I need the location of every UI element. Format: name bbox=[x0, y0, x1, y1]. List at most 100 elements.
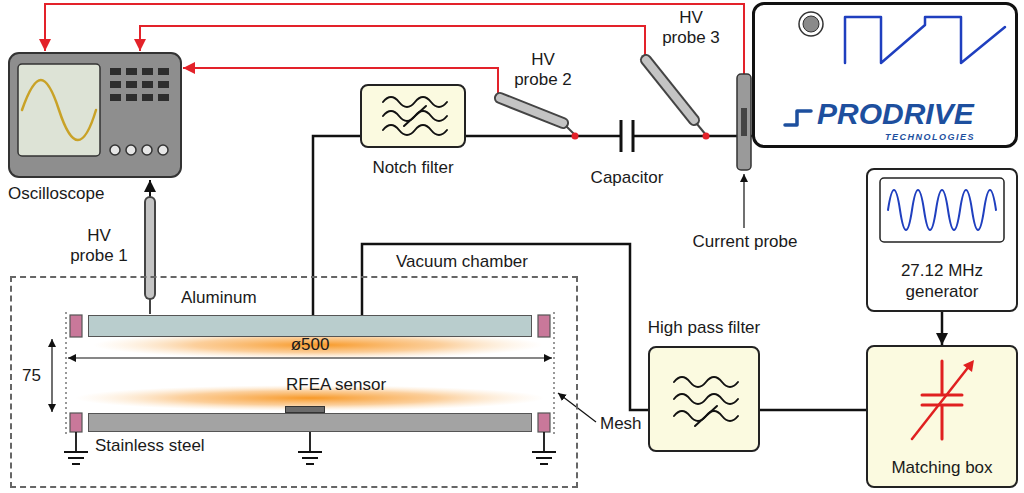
part-label: ø500 bbox=[291, 335, 330, 355]
hv-probe bbox=[646, 60, 706, 135]
node-label: Matching box bbox=[868, 458, 1016, 478]
sine-waveform bbox=[888, 190, 996, 230]
hv-probe bbox=[500, 98, 575, 135]
connectors bbox=[313, 136, 942, 410]
part-label: Current probe bbox=[693, 232, 798, 252]
label-anchor: HV probe 1 bbox=[66, 226, 132, 267]
pulse-waveform bbox=[845, 17, 1005, 63]
wire-connector bbox=[941, 312, 944, 345]
wire-connector bbox=[313, 136, 360, 315]
capacitor-symbol bbox=[621, 120, 633, 152]
filter-wave bbox=[674, 377, 738, 387]
capacitor-plate bbox=[632, 120, 635, 152]
probe-wires bbox=[45, 4, 744, 96]
node-box: Stainless steel bbox=[88, 413, 532, 432]
label-anchor: HV probe 2 bbox=[510, 50, 576, 91]
scope-trace bbox=[22, 80, 96, 140]
probe-cable bbox=[149, 180, 151, 198]
filter-slash bbox=[404, 106, 426, 126]
scope-button bbox=[110, 94, 121, 101]
insulator bbox=[70, 315, 82, 337]
variable-arrowhead bbox=[963, 360, 974, 372]
node-label: RFEA sensor bbox=[286, 375, 386, 395]
filter-wave bbox=[383, 97, 447, 107]
probe-body bbox=[646, 60, 694, 120]
node-box: Matching box bbox=[866, 345, 1018, 488]
scope-button bbox=[126, 94, 137, 101]
current-probe-slot bbox=[741, 108, 747, 136]
ground-symbols bbox=[64, 432, 556, 464]
node-label: TECHNOLOGIES bbox=[885, 133, 975, 142]
scope-knob bbox=[126, 145, 136, 155]
node-box: Aluminum bbox=[88, 315, 532, 337]
part-label: Capacitor bbox=[591, 168, 664, 188]
node-graphic bbox=[8, 52, 182, 178]
mesh-line bbox=[65, 312, 66, 436]
filter-wave bbox=[674, 394, 738, 404]
scope-button bbox=[126, 81, 137, 88]
node-box: Vacuum chamberAluminumRFEA sensorStainle… bbox=[10, 276, 578, 488]
node-label: 27.12 MHz generator bbox=[868, 261, 1016, 302]
insulator bbox=[538, 413, 550, 432]
scope-button bbox=[142, 68, 153, 75]
generator-screen bbox=[880, 178, 1004, 242]
node-label: Stainless steel bbox=[95, 436, 205, 456]
probe-body bbox=[144, 202, 156, 294]
power-button bbox=[803, 16, 819, 32]
node-label: Oscilloscope bbox=[8, 184, 104, 204]
scope-button bbox=[126, 68, 137, 75]
node-box: Oscilloscope bbox=[8, 52, 182, 178]
scope-screen bbox=[18, 64, 100, 156]
part-label: 75 bbox=[22, 366, 41, 386]
current-probe-leader bbox=[743, 174, 744, 228]
probe-body bbox=[500, 98, 563, 123]
node-label: Aluminum bbox=[181, 288, 257, 308]
diameter-dimension bbox=[68, 357, 552, 358]
node-graphic bbox=[650, 348, 758, 450]
wire-connector bbox=[760, 409, 866, 412]
node-box: 27.12 MHz generator bbox=[866, 168, 1018, 312]
ground-symbol bbox=[298, 432, 322, 464]
node-box: High pass filter bbox=[648, 346, 760, 452]
mesh-lines bbox=[66, 312, 554, 436]
scope-button bbox=[142, 94, 153, 101]
current-probe bbox=[737, 74, 751, 170]
scope-button bbox=[158, 94, 169, 101]
probe-tip bbox=[149, 298, 151, 314]
part-label: Mesh bbox=[600, 414, 642, 434]
probe-body bbox=[146, 202, 154, 294]
insulator bbox=[70, 413, 82, 432]
ground-symbol bbox=[64, 432, 88, 464]
node-box: PRODRIVETECHNOLOGIES bbox=[752, 2, 1018, 148]
node-label: Vacuum chamber bbox=[396, 252, 528, 272]
node-box: RFEA sensor bbox=[285, 406, 325, 413]
variable-arrow bbox=[912, 365, 970, 439]
scope-knob bbox=[142, 145, 152, 155]
scope-button bbox=[110, 68, 121, 75]
scope-knob bbox=[110, 145, 120, 155]
hv-probe bbox=[150, 180, 151, 314]
scope-button bbox=[110, 81, 121, 88]
node-graphic bbox=[362, 86, 464, 146]
part-label: HV probe 1 bbox=[66, 226, 132, 267]
gap-dimension bbox=[51, 339, 52, 412]
filter-slash bbox=[695, 406, 717, 426]
mesh-line bbox=[553, 312, 554, 436]
scope-knob bbox=[158, 145, 168, 155]
part-label: HV probe 3 bbox=[658, 8, 724, 49]
node-box: Notch filter bbox=[360, 84, 466, 148]
probe-body bbox=[500, 98, 563, 123]
scope-body bbox=[9, 53, 181, 177]
capacitor-plate bbox=[620, 120, 623, 152]
filter-wave bbox=[383, 125, 447, 135]
scope-button bbox=[142, 81, 153, 88]
probe-body bbox=[646, 60, 694, 120]
node-label: High pass filter bbox=[648, 318, 760, 338]
current-probe-body bbox=[737, 74, 751, 170]
scope-button bbox=[158, 81, 169, 88]
insulator bbox=[538, 315, 550, 337]
node-label: Notch filter bbox=[372, 158, 453, 178]
probe-contact bbox=[572, 133, 579, 140]
capacitor-gap bbox=[622, 124, 632, 148]
